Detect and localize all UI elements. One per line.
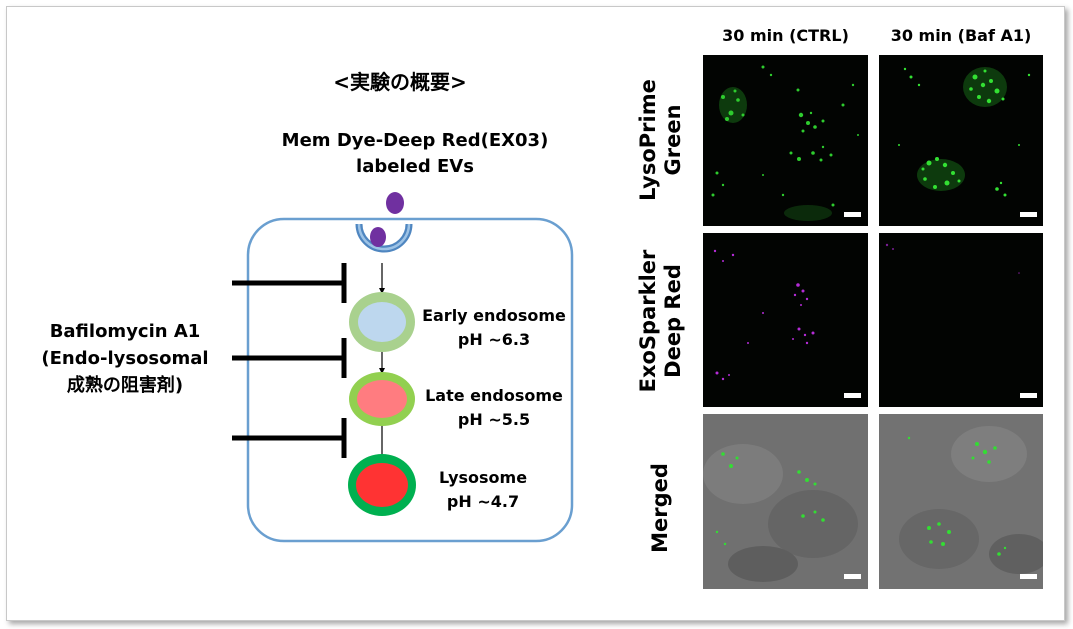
panel-baf-lysoprime-image — [898, 67, 1031, 197]
row-label-exosparkler-line1: ExoSparkler — [636, 249, 660, 393]
panel-ctrl-merged-image — [703, 414, 868, 589]
ev-label-line2: labeled EVs — [356, 156, 474, 177]
panel-ctrl-lysoprime-image — [711, 65, 859, 221]
diagram-title: <実験の概要> — [333, 70, 467, 94]
stage-late-name: Late endosome — [425, 386, 563, 405]
row-label-lysoprime-line2: Green — [661, 104, 685, 176]
stage-early-ph: pH ~6.3 — [457, 330, 531, 349]
ev-particle-internalized — [370, 227, 386, 247]
stage-lysosome-ph: pH ~4.7 — [446, 492, 520, 511]
lysosome — [348, 454, 416, 516]
scale-bar — [1020, 212, 1037, 217]
stage-late-ph: pH ~5.5 — [457, 410, 531, 429]
row-label-exosparkler-line2: Deep Red — [661, 264, 685, 378]
inhibition-bar-1 — [232, 263, 347, 303]
panel-baf-exosparkler — [879, 233, 1043, 407]
row-label-lysoprime: LysoPrime Green — [636, 65, 686, 215]
column-header-ctrl: 30 min (CTRL) — [722, 26, 849, 45]
cell-outline — [246, 217, 574, 543]
panel-baf-merged-image — [879, 414, 1043, 589]
column-header-baf: 30 min (Baf A1) — [890, 26, 1032, 45]
stage-early: Early endosome pH ~6.3 — [408, 304, 580, 352]
late-endosome — [349, 372, 415, 426]
panel-ctrl-merged — [703, 414, 868, 589]
panel-ctrl-lysoprime — [703, 55, 868, 226]
scale-bar — [844, 212, 861, 217]
panel-ctrl-exosparkler — [703, 233, 868, 407]
row-label-lysoprime-line1: LysoPrime — [636, 79, 660, 201]
stage-late: Late endosome pH ~5.5 — [408, 384, 580, 432]
stage-early-name: Early endosome — [422, 306, 566, 325]
scale-bar — [844, 393, 861, 398]
inhibition-bar-3 — [232, 418, 347, 458]
panel-baf-merged — [879, 414, 1043, 589]
ev-label-line1: Mem Dye-Deep Red(EX03) — [281, 130, 549, 151]
panel-baf-lysoprime — [879, 55, 1043, 226]
row-label-merged-line1: Merged — [648, 463, 672, 553]
drug-label: Bafilomycin A1 (Endo-lysosomal 成熟の阻害剤) — [20, 318, 230, 399]
scale-bar — [1020, 574, 1037, 579]
ev-particle-outside — [386, 192, 404, 214]
stage-lysosome-name: Lysosome — [438, 468, 528, 487]
early-endosome — [349, 292, 415, 352]
scale-bar — [1020, 393, 1037, 398]
row-label-exosparkler: ExoSparkler Deep Red — [636, 241, 686, 401]
inhibition-bar-2 — [232, 338, 347, 378]
drug-label-line2: (Endo-lysosomal — [41, 348, 209, 369]
drug-label-line1: Bafilomycin A1 — [49, 321, 201, 342]
panel-ctrl-exosparkler-image — [713, 249, 815, 381]
endocytosis-diagram — [232, 192, 574, 543]
drug-label-line3: 成熟の阻害剤) — [66, 375, 184, 396]
scale-bar — [844, 574, 861, 579]
stage-lysosome: Lysosome pH ~4.7 — [408, 466, 558, 514]
panel-baf-exosparkler-image — [885, 243, 1020, 274]
ev-label: Mem Dye-Deep Red(EX03) labeled EVs — [240, 128, 590, 180]
row-label-merged: Merged — [648, 453, 674, 563]
